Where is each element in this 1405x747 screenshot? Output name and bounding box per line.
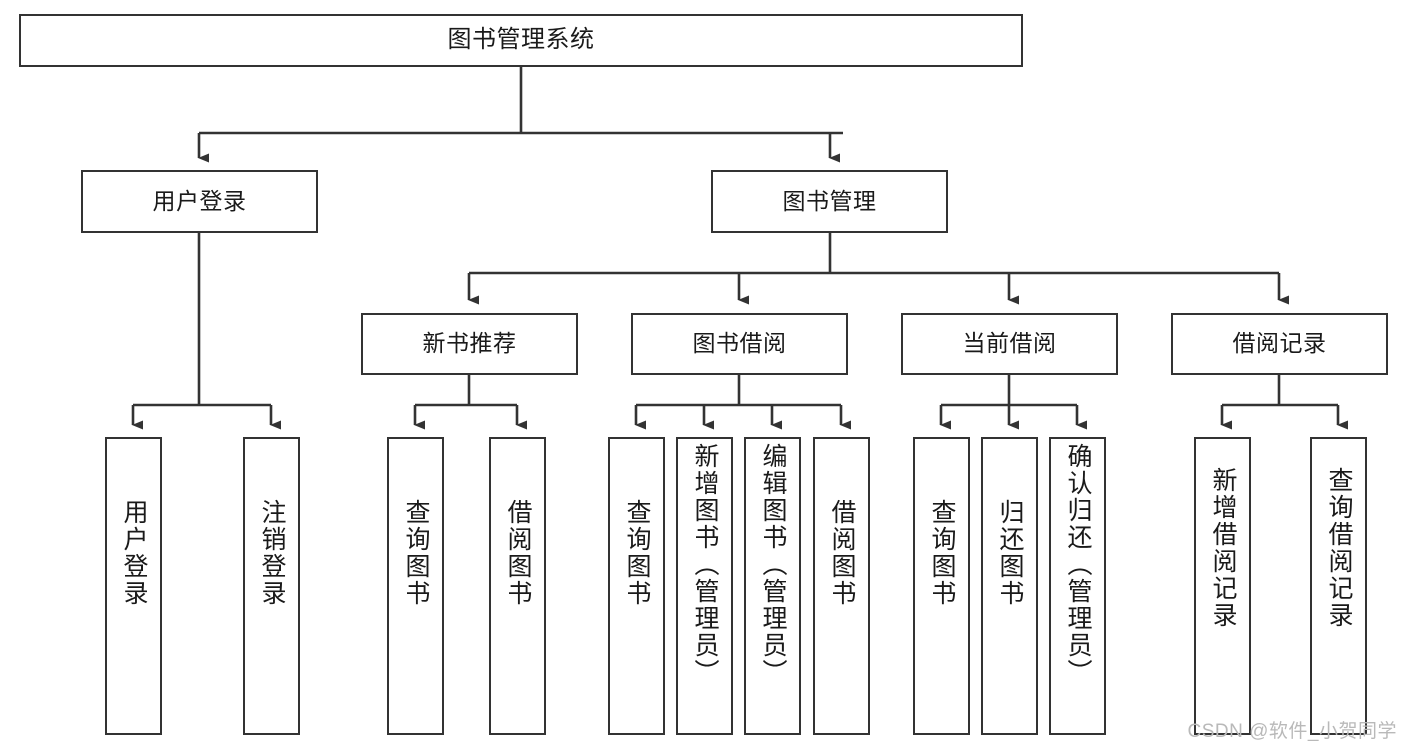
node-book-borrow[interactable]: 图书借阅: [631, 313, 848, 375]
node-label: 用户登录: [152, 187, 247, 214]
node-label: 注销登录: [258, 499, 286, 607]
node-user-login[interactable]: 用户登录: [81, 170, 318, 233]
node-label: 图书借阅: [692, 330, 787, 357]
node-label: 新增图书（管理员）: [691, 443, 719, 686]
node-new-book-recommend[interactable]: 新书推荐: [361, 313, 578, 375]
leaf-borrow-book-borrow[interactable]: 借阅图书: [813, 437, 870, 735]
node-current-borrow[interactable]: 当前借阅: [901, 313, 1118, 375]
node-borrow-record[interactable]: 借阅记录: [1171, 313, 1388, 375]
node-label: 当前借阅: [962, 330, 1057, 357]
node-label: 新增借阅记录: [1209, 467, 1237, 629]
leaf-query-borrow-record[interactable]: 查询借阅记录: [1310, 437, 1367, 735]
node-label: 用户登录: [120, 499, 148, 607]
leaf-confirm-return-admin[interactable]: 确认归还（管理员）: [1049, 437, 1106, 735]
node-label: 借阅图书: [828, 499, 856, 607]
leaf-add-book-admin[interactable]: 新增图书（管理员）: [676, 437, 733, 735]
leaf-edit-book-admin[interactable]: 编辑图书（管理员）: [744, 437, 801, 735]
node-label: 借阅图书: [504, 499, 532, 607]
node-label: 归还图书: [996, 499, 1024, 607]
leaf-user-logout[interactable]: 注销登录: [243, 437, 300, 735]
node-label: 查询借阅记录: [1325, 467, 1353, 629]
node-label: 查询图书: [402, 499, 430, 607]
node-label: 借阅记录: [1232, 330, 1327, 357]
leaf-user-login[interactable]: 用户登录: [105, 437, 162, 735]
watermark: CSDN @软件_小贺同学: [1187, 721, 1397, 742]
node-label: 查询图书: [928, 499, 956, 607]
node-label: 编辑图书（管理员）: [759, 443, 787, 686]
node-label: 图书管理: [782, 187, 877, 214]
leaf-return-book[interactable]: 归还图书: [981, 437, 1038, 735]
node-label: 查询图书: [623, 499, 651, 607]
leaf-borrow-book-new-book[interactable]: 借阅图书: [489, 437, 546, 735]
node-label: 确认归还（管理员）: [1064, 443, 1092, 686]
node-root-book-management-system[interactable]: 图书管理系统: [19, 14, 1023, 67]
node-book-manage[interactable]: 图书管理: [711, 170, 948, 233]
leaf-add-borrow-record[interactable]: 新增借阅记录: [1194, 437, 1251, 735]
leaf-query-book-borrow[interactable]: 查询图书: [608, 437, 665, 735]
node-label: 新书推荐: [422, 330, 517, 357]
leaf-query-book-current[interactable]: 查询图书: [913, 437, 970, 735]
leaf-query-book-new-book[interactable]: 查询图书: [387, 437, 444, 735]
node-label: 图书管理系统: [447, 26, 595, 54]
